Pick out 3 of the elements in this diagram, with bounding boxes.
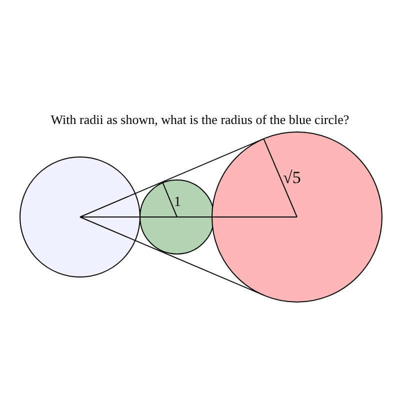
radius-label: √5 (283, 168, 301, 188)
radius-label: 1 (174, 195, 181, 211)
question-title: With radii as shown, what is the radius of the blue circle? (50, 112, 350, 128)
